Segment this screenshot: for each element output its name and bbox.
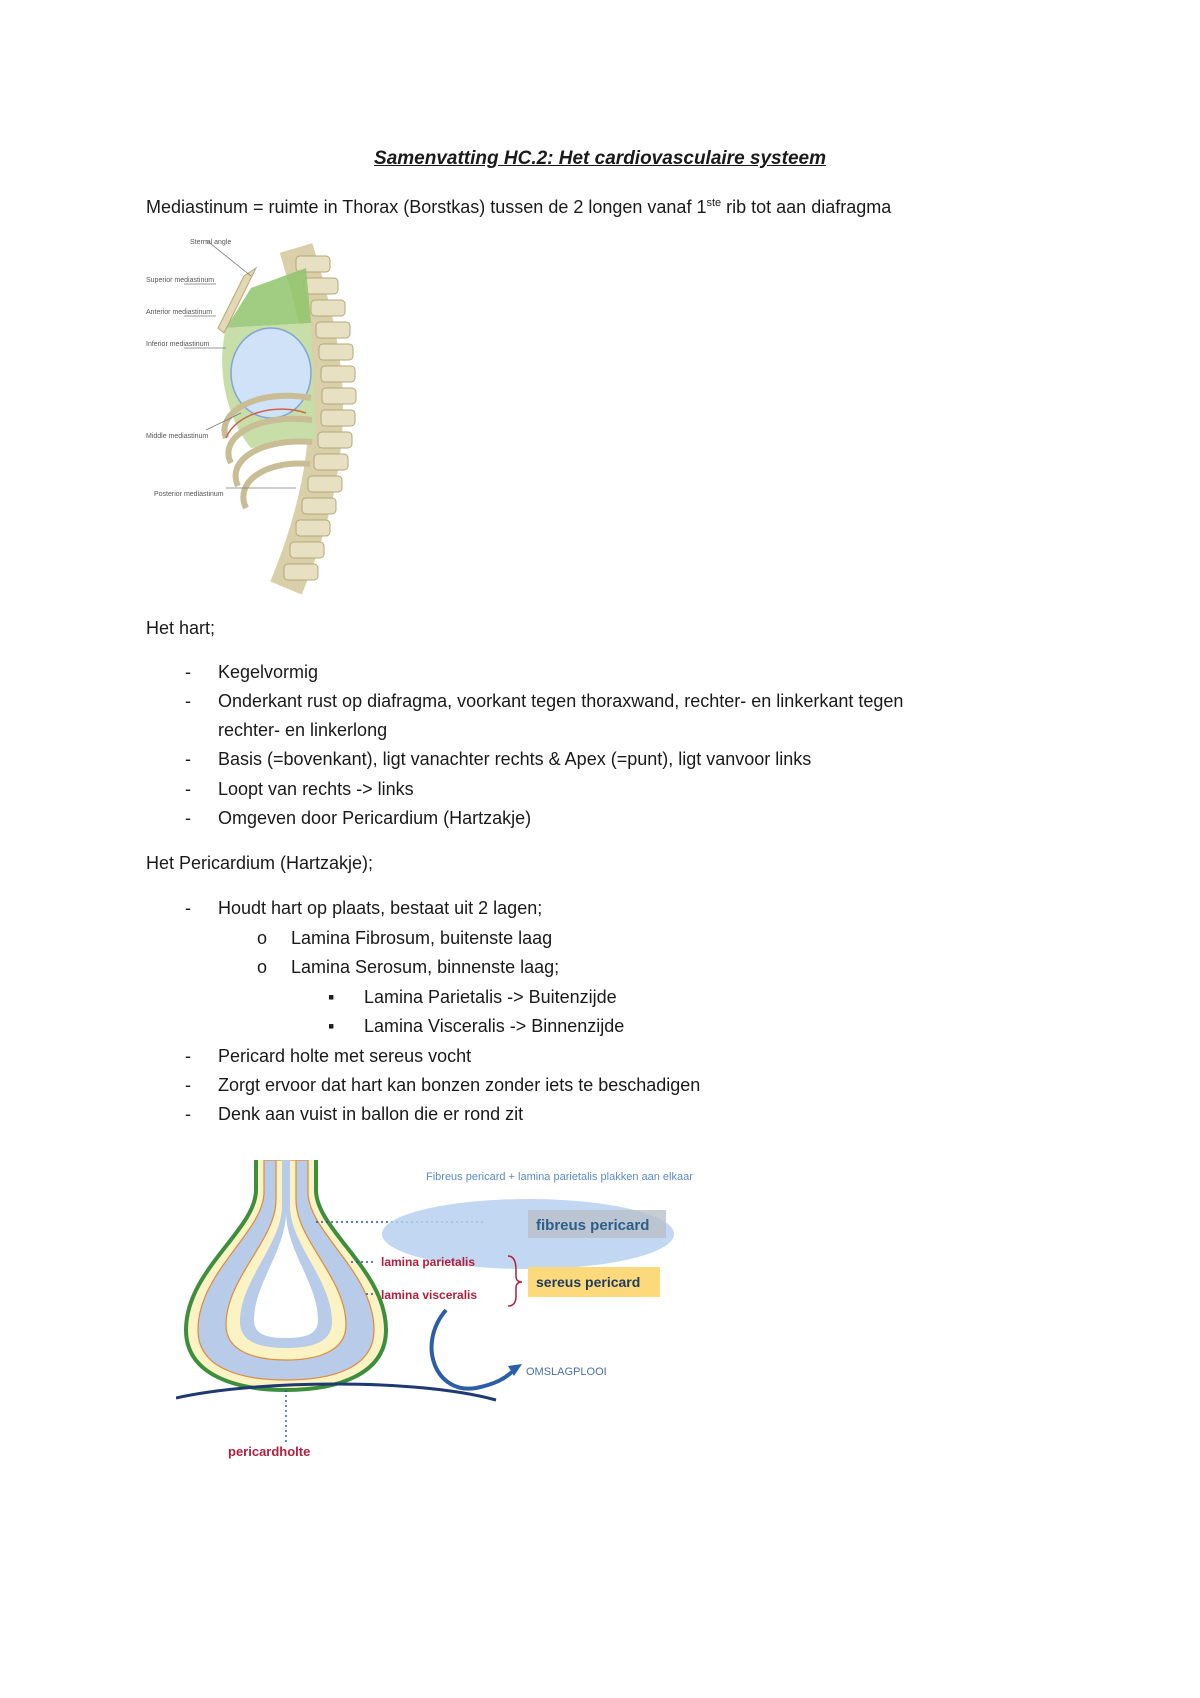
diagram-caption: Fibreus pericard + lamina parietalis pla… [426, 1171, 693, 1183]
label-middle: Middle mediastinum [146, 433, 208, 440]
bullet-dash: - [185, 691, 191, 711]
list-item: Kegelvormig [218, 662, 319, 682]
label-anterior: Anterior mediastinum [146, 309, 212, 316]
list-item: Houdt hart op plaats, bestaat uit 2 lage… [218, 898, 543, 918]
list-item: Zorgt ervoor dat hart kan bonzen zonder … [218, 1075, 701, 1095]
intro-text: Mediastinum = ruimte in Thorax (Borstkas… [146, 197, 707, 217]
bullet-dash: - [185, 1046, 191, 1066]
ribs-illustration [221, 392, 313, 510]
list-item-continuation: rechter- en linkerlong [218, 720, 388, 740]
bullet-dash: - [185, 662, 191, 682]
label-pericardholte: pericardholte [228, 1444, 310, 1459]
bullet-dash: - [185, 898, 191, 918]
intro-text-after: rib tot aan diafragma [721, 197, 892, 217]
sub-list-item: Lamina Serosum, binnenste laag; [291, 957, 560, 977]
bullet-square: ▪ [328, 1016, 335, 1036]
bullet-dash: - [185, 749, 191, 769]
bullet-circle: o [257, 928, 268, 948]
section-heading-hart: Het hart; [146, 618, 216, 638]
bullet-dash: - [185, 779, 191, 799]
intro-line: Mediastinum = ruimte in Thorax (Borstkas… [146, 192, 891, 218]
list-item: Omgeven door Pericardium (Hartzakje) [218, 808, 532, 828]
section-heading-pericardium: Het Pericardium (Hartzakje); [146, 853, 374, 873]
superior-mediastinum-region [226, 268, 311, 328]
label-superior: Superior mediastinum [146, 277, 214, 284]
pericard-diagram: fibreus pericard Fibreus pericard + lami… [176, 1160, 693, 1459]
label-omslagplooi: OMSLAGPLOOI [526, 1366, 607, 1378]
mediastinum-figure: Sternal angle Superior mediastinum Anter… [146, 239, 357, 595]
bullet-circle: o [257, 957, 268, 977]
label-fibreus-pericard: fibreus pericard [536, 1217, 649, 1234]
label-lamina-parietalis: lamina parietalis [381, 1255, 475, 1269]
bullet-dash: - [185, 808, 191, 828]
list-item: Onderkant rust op diafragma, voorkant te… [218, 691, 904, 711]
list-item: Basis (=bovenkant), ligt vanachter recht… [218, 749, 812, 769]
label-sereus-pericard: sereus pericard [536, 1274, 640, 1290]
bullet-square: ▪ [328, 987, 335, 1007]
list-item: Denk aan vuist in ballon die er rond zit [218, 1104, 524, 1124]
spine-illustration [270, 243, 357, 595]
label-lamina-visceralis: lamina visceralis [381, 1288, 477, 1302]
label-sternal-angle: Sternal angle [190, 239, 231, 246]
list-item: Loopt van rechts -> links [218, 779, 414, 799]
sub-sub-list-item: Lamina Visceralis -> Binnenzijde [364, 1016, 625, 1036]
intro-superscript: ste [706, 197, 722, 209]
sub-list-item: Lamina Fibrosum, buitenste laag [291, 928, 553, 948]
bullet-dash: - [185, 1104, 191, 1124]
page-title: Samenvatting HC.2: Het cardiovasculaire … [374, 148, 826, 169]
label-inferior: Inferior mediastinum [146, 341, 210, 348]
sub-sub-list-item: Lamina Parietalis -> Buitenzijde [364, 987, 617, 1007]
bullet-dash: - [185, 1075, 191, 1095]
label-posterior: Posterior mediastinum [154, 491, 224, 498]
list-item: Pericard holte met sereus vocht [218, 1046, 472, 1066]
